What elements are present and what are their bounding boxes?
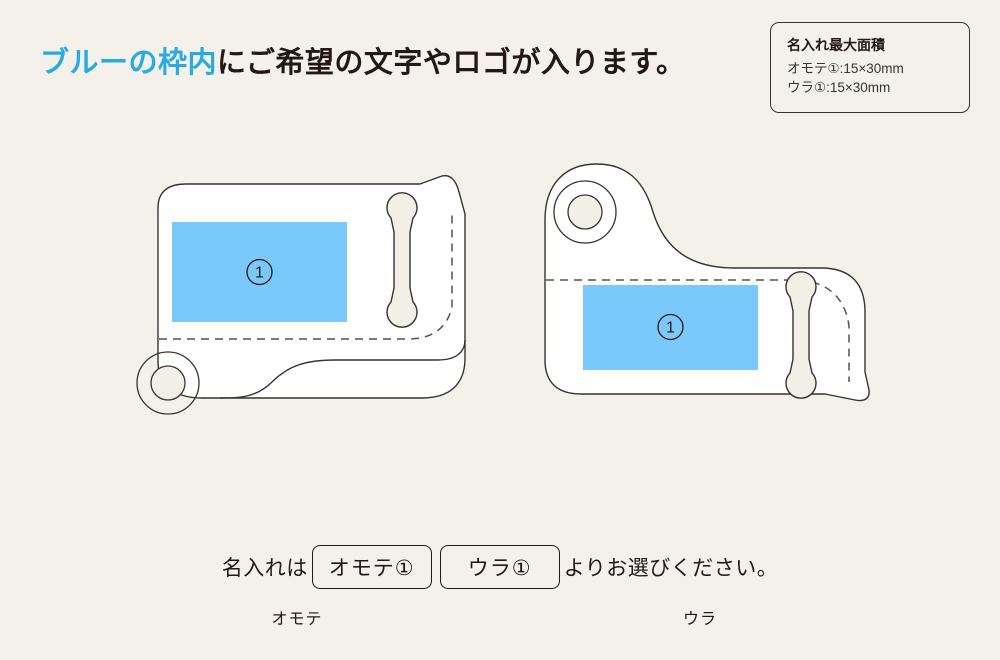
- figure-front-view: 1: [120, 170, 480, 460]
- figure-back-view: 1: [525, 150, 885, 440]
- front-imprint-area: [172, 222, 347, 322]
- front-flap-curve: [219, 339, 466, 399]
- back-grommet-outer: [553, 180, 617, 244]
- front-marker-circle: [246, 258, 273, 286]
- front-grommet-outer: [136, 351, 200, 415]
- back-belt-slot: [785, 271, 817, 399]
- selection-suffix: よりお選びください。: [563, 557, 779, 580]
- back-imprint-area: [583, 285, 758, 370]
- headline-rest: にご希望の文字やロゴが入ります。: [217, 47, 686, 79]
- front-belt-slot: [386, 192, 418, 328]
- back-grommet-inner: [567, 194, 603, 230]
- option-chip-back[interactable]: ウラ①: [439, 545, 560, 589]
- infobox-line-front: オモテ①:15×30mm: [787, 61, 904, 77]
- infobox-title: 名入れ最大面積: [787, 37, 885, 53]
- back-marker-circle: [657, 313, 684, 341]
- caption-back-view: ウラ: [682, 611, 717, 628]
- max-imprint-area-infobox: 名入れ最大面積 オモテ①:15×30mm ウラ①:15×30mm: [770, 22, 970, 113]
- infobox-line-back: ウラ①:15×30mm: [787, 80, 891, 96]
- front-view-drawing: 1: [136, 174, 466, 415]
- imprint-selection-row: 名入れは オモテ① ウラ① よりお選びください。: [0, 545, 1000, 589]
- option-chip-front[interactable]: オモテ①: [311, 545, 432, 589]
- headline-highlight: ブルーの枠内: [40, 47, 218, 79]
- back-view-drawing: 1: [544, 163, 870, 402]
- caption-front-view: オモテ: [271, 611, 323, 628]
- front-grommet-inner: [150, 365, 186, 401]
- back-stitch-dashed-line: [546, 279, 850, 382]
- page-headline: ブルーの枠内にご希望の文字やロゴが入ります。: [40, 46, 686, 81]
- back-marker-number: 1: [666, 320, 675, 337]
- selection-prefix: 名入れは: [221, 557, 308, 580]
- front-stitch-dashed-line: [159, 212, 453, 340]
- front-marker-number: 1: [255, 265, 264, 282]
- product-illustrations: 1 1 オモテ ウラ: [0, 150, 1000, 628]
